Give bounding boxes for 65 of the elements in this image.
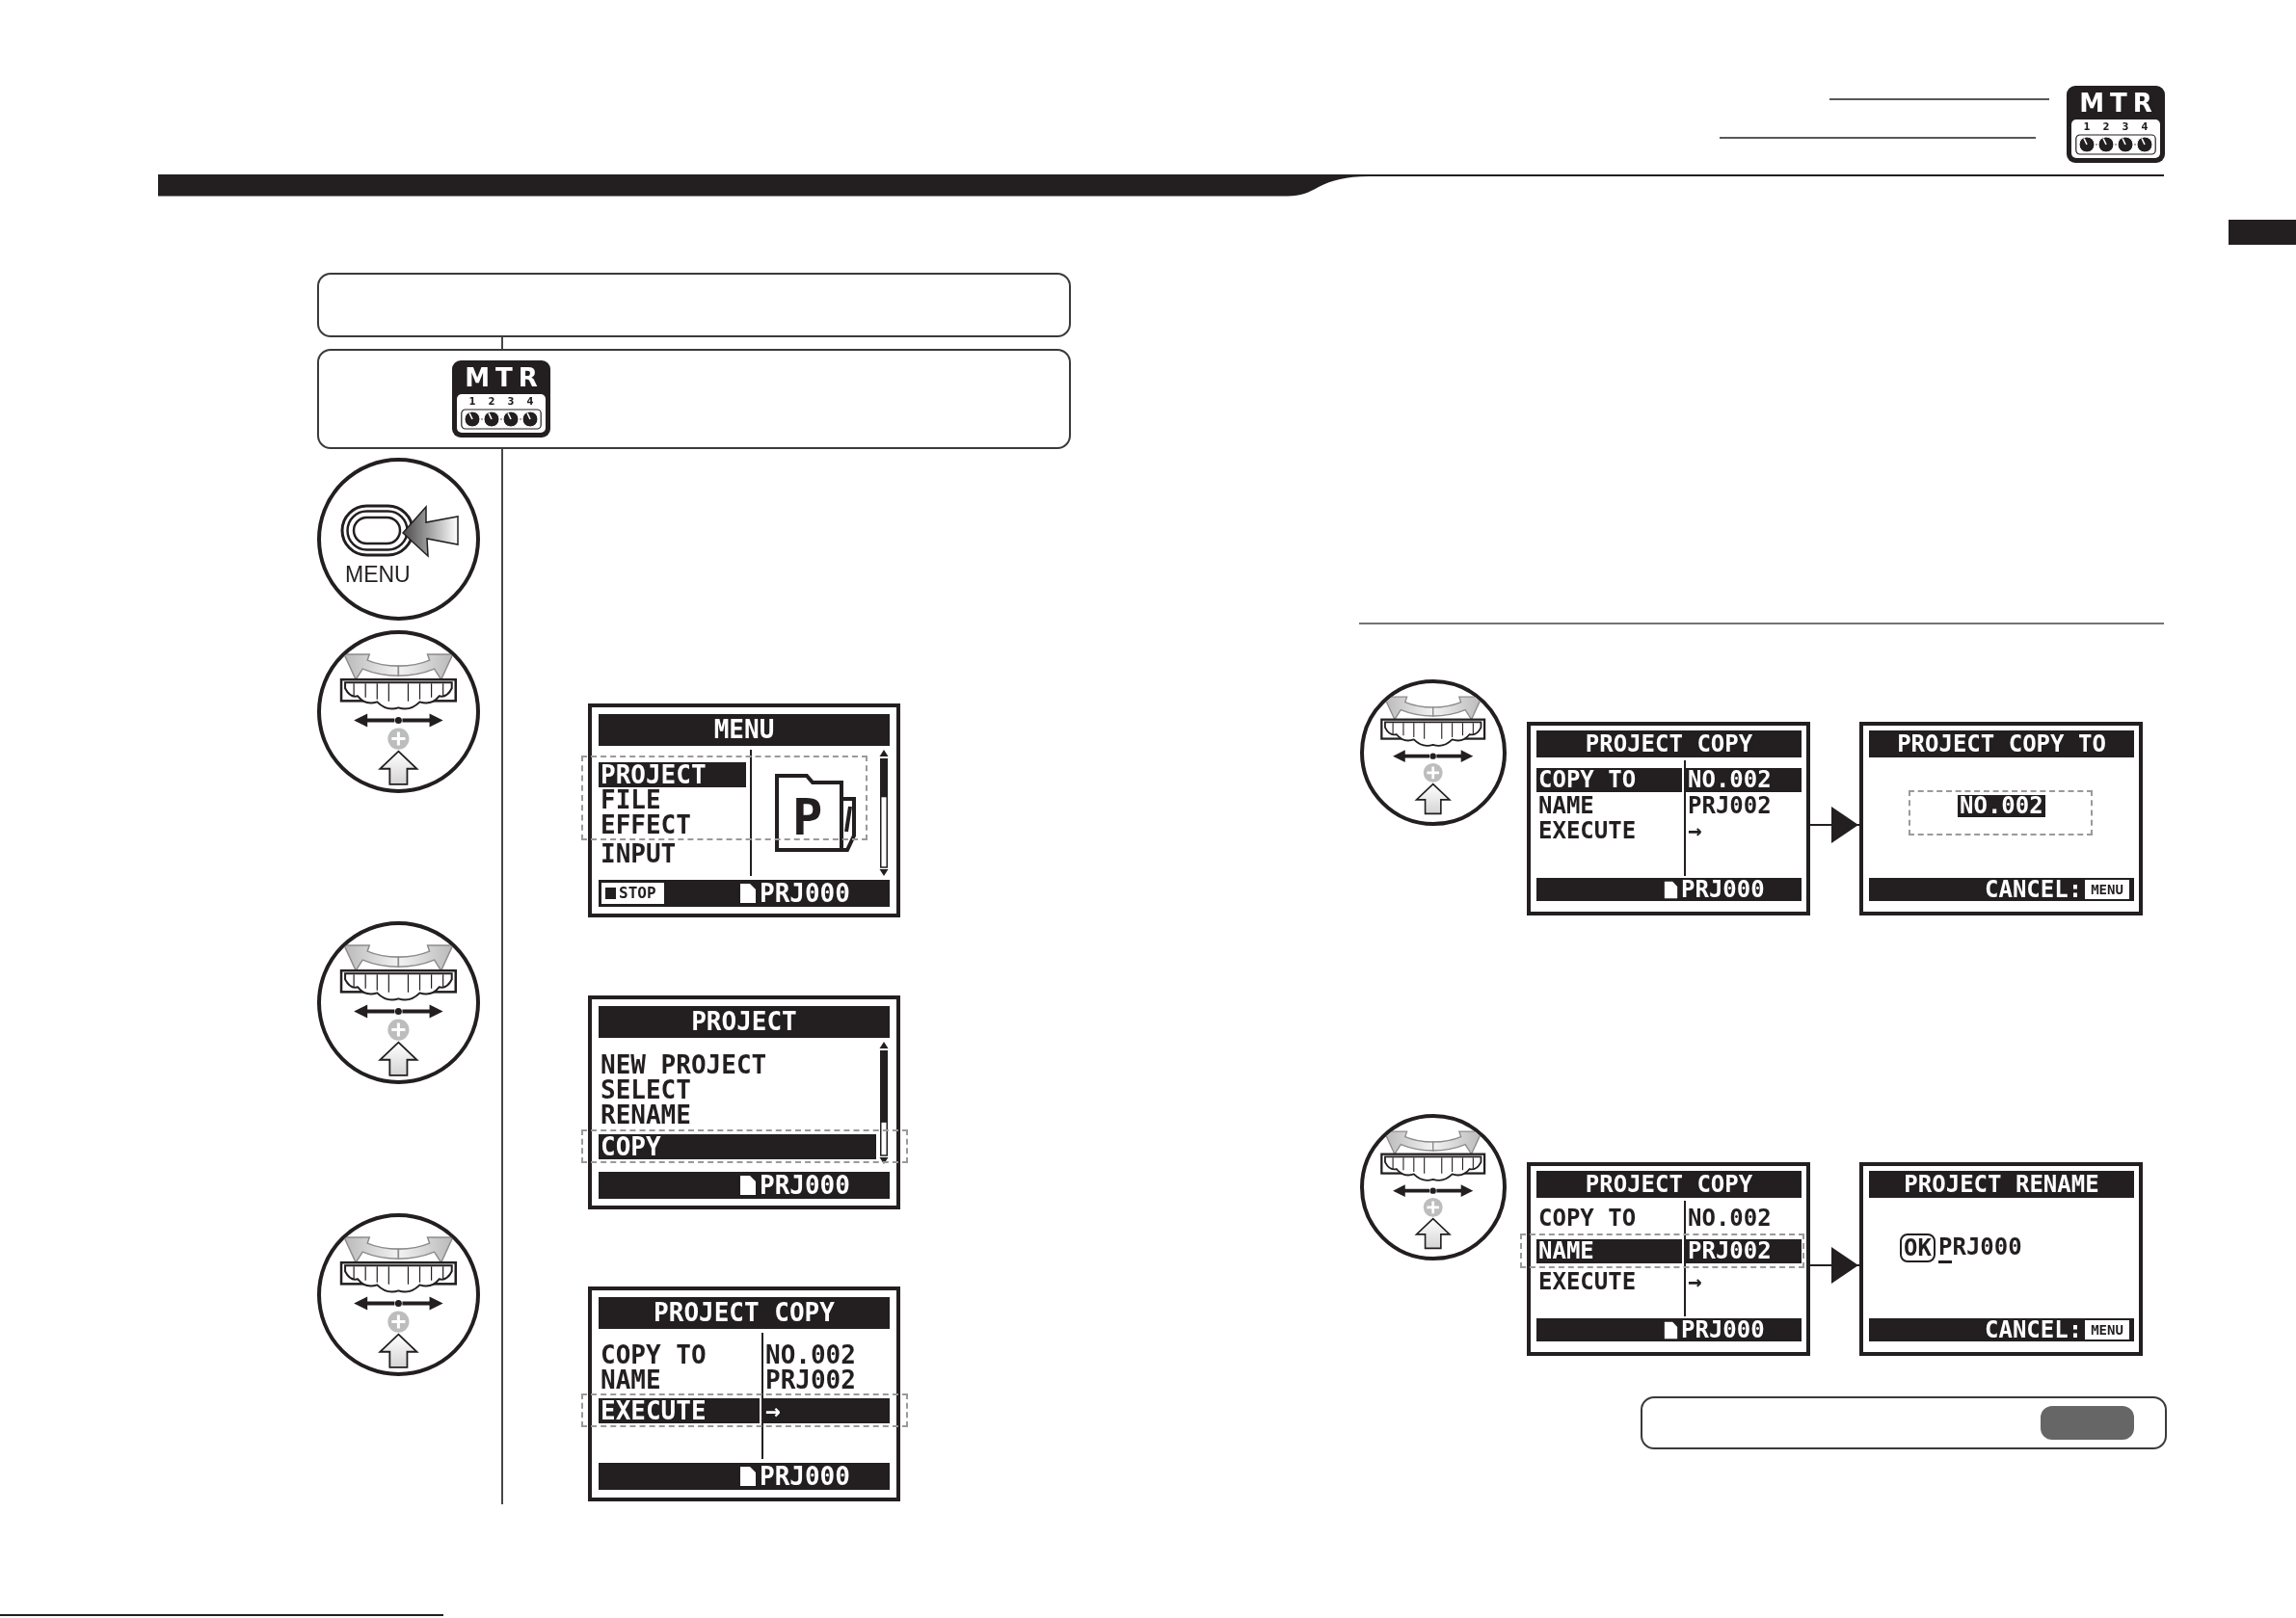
selected-menu-item: NO.002 — [1686, 768, 1802, 792]
button-label: MENU — [345, 562, 411, 587]
setting-value: NO.002 — [1687, 1207, 1773, 1231]
lcd-screen — [1527, 1162, 1810, 1356]
lcd-screen — [1527, 722, 1810, 915]
selected-menu-item: PROJECT — [599, 762, 746, 787]
menu-item: INPUT — [600, 841, 678, 866]
menu-item: SELECT — [600, 1077, 692, 1102]
selected-menu-item: EXECUTE — [599, 1398, 760, 1423]
menu-item: COPY TO — [1537, 1207, 1638, 1231]
mode-panel — [317, 349, 1071, 449]
selected-menu-item: COPY TO — [1536, 768, 1682, 792]
screen-title: PROJECT COPY TO — [1869, 730, 2134, 757]
lcd-screen — [588, 703, 900, 917]
menu-item: NAME — [600, 1367, 662, 1393]
project-name: PRJ000 — [1681, 878, 1765, 901]
menu-key: MENU — [2085, 880, 2129, 899]
setting-value: PRJ002 — [764, 1367, 857, 1393]
lcd-screen — [588, 1286, 900, 1501]
lcd-screen — [588, 995, 900, 1209]
selected-value: NO.002 — [1958, 795, 2045, 817]
menu-item: RENAME — [600, 1102, 692, 1127]
channel-numbers: 1 2 3 4 — [2083, 121, 2149, 132]
project-letter: P — [792, 792, 823, 842]
channel-numbers: 1 2 3 4 — [468, 396, 534, 407]
screen-title: PROJECT COPY — [1536, 1171, 1802, 1198]
name-entry: PRJ000 — [1937, 1235, 2023, 1260]
menu-key: MENU — [2085, 1320, 2129, 1339]
selected-menu-item: → — [763, 1398, 890, 1423]
menu-item: NAME — [1537, 794, 1595, 818]
project-name: PRJ000 — [760, 1172, 850, 1199]
note-panel — [1641, 1396, 2167, 1449]
selected-menu-item: PRJ002 — [1686, 1239, 1802, 1263]
project-name: PRJ000 — [1681, 1318, 1765, 1341]
setting-value: → — [1687, 1270, 1703, 1294]
project-name: PRJ000 — [760, 1463, 850, 1490]
selected-menu-item: COPY — [599, 1134, 876, 1159]
step-panel — [317, 273, 1071, 337]
status-text: STOP — [619, 885, 656, 902]
arrow — [1809, 807, 1860, 843]
menu-item: FILE — [600, 787, 662, 812]
arrow — [1809, 1247, 1860, 1284]
mode-name: MTR — [2078, 89, 2158, 118]
menu-item: EFFECT — [600, 812, 692, 837]
menu-item: COPY TO — [600, 1342, 707, 1367]
lcd-screen — [1859, 1162, 2143, 1356]
mode-name: MTR — [464, 363, 544, 392]
selected-menu-item: NAME — [1536, 1239, 1682, 1263]
menu-item: NEW PROJECT — [600, 1052, 768, 1077]
connector-line — [501, 336, 503, 350]
setting-value: PRJ002 — [1687, 794, 1773, 818]
screen-title: PROJECT COPY — [1536, 730, 1802, 757]
screen-title: PROJECT RENAME — [1869, 1171, 2134, 1198]
setting-value: NO.002 — [764, 1342, 857, 1367]
menu-item: EXECUTE — [1537, 819, 1638, 843]
screen-title: MENU — [599, 714, 890, 746]
project-name: PRJ000 — [760, 880, 850, 907]
screen-title: PROJECT COPY — [599, 1297, 890, 1329]
lcd-screen — [1859, 722, 2143, 915]
setting-value: → — [1687, 819, 1703, 843]
cancel-hint: CANCEL: — [1985, 1318, 2083, 1341]
menu-item: EXECUTE — [1537, 1270, 1638, 1294]
ok-key: OK — [1900, 1233, 1936, 1262]
cancel-hint: CANCEL: — [1985, 878, 2083, 901]
screen-title: PROJECT — [599, 1006, 890, 1038]
